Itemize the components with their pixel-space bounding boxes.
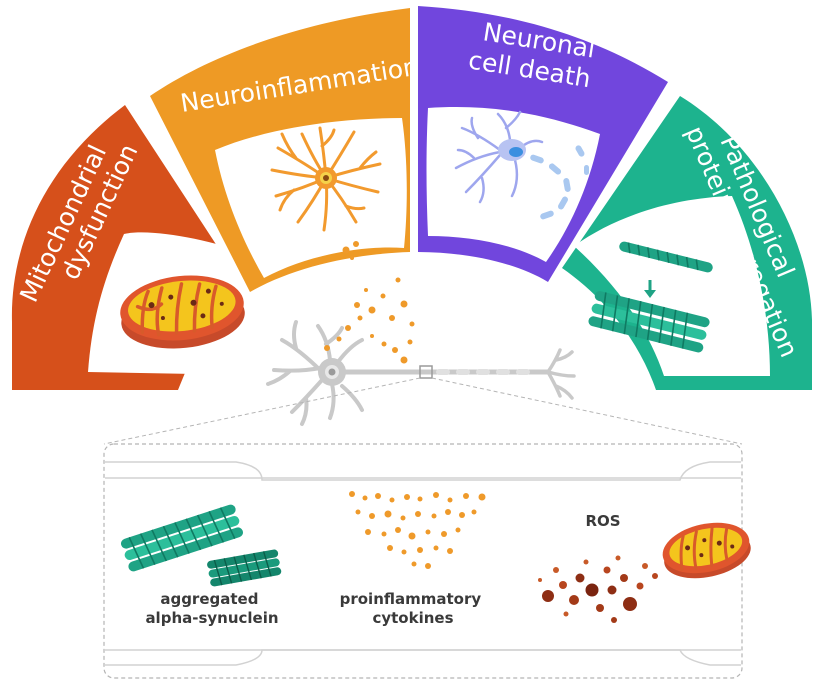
fibril-illustration bbox=[588, 241, 713, 353]
axon-zoom-panel bbox=[103, 443, 743, 679]
synuclein-aggregates bbox=[120, 504, 282, 587]
cytokines-caption: proinflammatory cytokines bbox=[340, 590, 487, 627]
dying-neuron-illustration bbox=[454, 110, 589, 220]
zoom-connector bbox=[103, 377, 743, 445]
astrocyte-illustration bbox=[270, 126, 382, 232]
ros-particles bbox=[538, 555, 658, 623]
ros-caption: ROS bbox=[585, 512, 620, 530]
segment-neuronal-cell-death bbox=[418, 6, 668, 282]
mitochondrion-illustration bbox=[120, 275, 245, 349]
synuclein-caption: aggregated alpha-synuclein bbox=[145, 590, 278, 627]
panel-mitochondrion bbox=[662, 522, 751, 579]
cytokine-cluster bbox=[349, 491, 486, 569]
central-neuron bbox=[266, 241, 576, 426]
